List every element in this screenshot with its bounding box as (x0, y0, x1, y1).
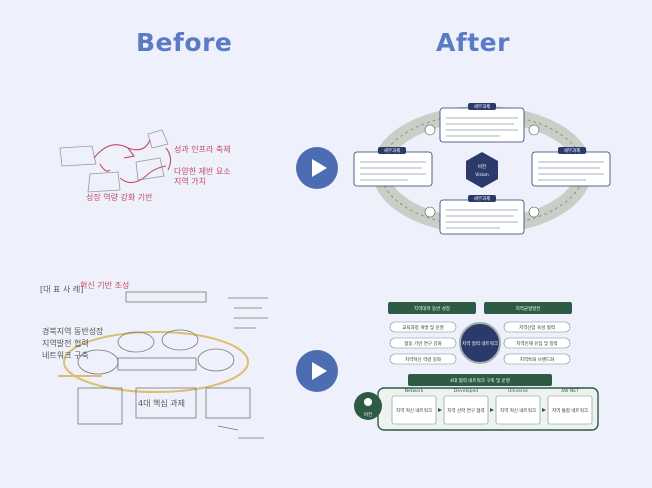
diagram-bottom-band-item-title: Universe (508, 388, 528, 394)
diagram-bottom-header-left: 지역대학 동반 성장 (414, 305, 450, 312)
diagram-bottom-left-item: 지역혁신 역량 강화 (405, 356, 441, 363)
diagram-bottom-header-right: 지역균형발전 (516, 305, 541, 312)
before-sketch-top: 성과 인프라 축제 다양한 제반 요소 성장 역량 강화 기반 지역 가치 (50, 118, 250, 218)
sketch-top-note-2: 다양한 제반 요소 (174, 167, 231, 176)
diagram-bottom-band-item-title: Developed (454, 388, 478, 394)
diagram-bottom-right-item: 지역특화 브랜드화 (520, 356, 555, 363)
play-icon[interactable] (296, 350, 338, 392)
diagram-bottom-center-label: 지역 협력 네트워크 (462, 340, 498, 347)
after-diagram-top: 비전 Vision 세부과제 세부과제 세부과제 세부과제 (350, 100, 614, 240)
sketch-bottom-title: [대 표 사 례] (40, 284, 83, 294)
diagram-bottom-band-item-sub: 지역 통합 네트워크 (552, 407, 588, 414)
sketch-top-note-3: 성장 역량 강화 기반 (86, 192, 153, 202)
sketch-bottom-note-3: 네트워크 구축 (42, 351, 89, 360)
diagram-top-center-sub: Vision (475, 172, 489, 178)
diagram-bottom-left-item: 협동 기반 연구 강화 (404, 340, 441, 347)
after-diagram-bottom: 지역대학 동반 성장 지역균형발전 교육과정 개발 및 운영 협동 기반 연구 … (352, 300, 602, 432)
svg-text:세부과제: 세부과제 (474, 195, 491, 202)
sketch-bottom-note-4: 4대 핵심 과제 (138, 398, 185, 408)
play-icon[interactable] (296, 147, 338, 189)
diagram-bottom-left-item: 교육과정 개발 및 운영 (402, 324, 444, 331)
diagram-bottom-band-item-title: 4W NET (561, 388, 579, 394)
sketch-bottom-note-1: 경북지역 동반성장 (42, 326, 104, 336)
svg-text:세부과제: 세부과제 (474, 103, 491, 110)
sketch-top-note-1: 성과 인프라 축제 (174, 144, 231, 154)
before-heading: Before (136, 28, 233, 57)
sketch-top-note-4: 지역 가치 (174, 176, 206, 186)
diagram-bottom-band-title: 4대 협력 네트워크 구축 및 운영 (450, 377, 510, 384)
after-heading: After (436, 28, 510, 57)
svg-text:세부과제: 세부과제 (564, 147, 581, 154)
diagram-bottom-right-item: 지역산업 육성 협력 (519, 324, 555, 331)
diagram-bottom-band-item-sub: 지역 혁신 네트워크 (500, 407, 536, 414)
diagram-top-box-north: 세부과제 (439, 103, 525, 143)
diagram-top-center-label: 비전 (478, 163, 486, 170)
diagram-top-box-south: 세부과제 (439, 195, 525, 235)
sketch-bottom-note-5: 혁신 기반 조성 (80, 281, 129, 290)
diagram-bottom-band-item-title: Network (405, 388, 424, 394)
diagram-top-box-east: 세부과제 (531, 147, 611, 187)
diagram-top-box-west: 세부과제 (353, 147, 433, 187)
diagram-bottom-band-item-sub: 지역 혁신 네트워크 (396, 407, 432, 414)
diagram-bottom-vision-label: 비전 (364, 411, 372, 418)
diagram-bottom-right-item: 지역인재 유입 및 정착 (516, 340, 558, 347)
sketch-bottom-note-2: 지역발전 협력 (42, 338, 89, 348)
diagram-bottom-band-item-sub: 지역 산학 연구 협력 (447, 407, 484, 414)
svg-text:세부과제: 세부과제 (384, 147, 401, 154)
before-sketch-bottom: [대 표 사 례] 경북지역 동반성장 지역발전 협력 네트워크 구축 4대 핵… (38, 278, 278, 450)
